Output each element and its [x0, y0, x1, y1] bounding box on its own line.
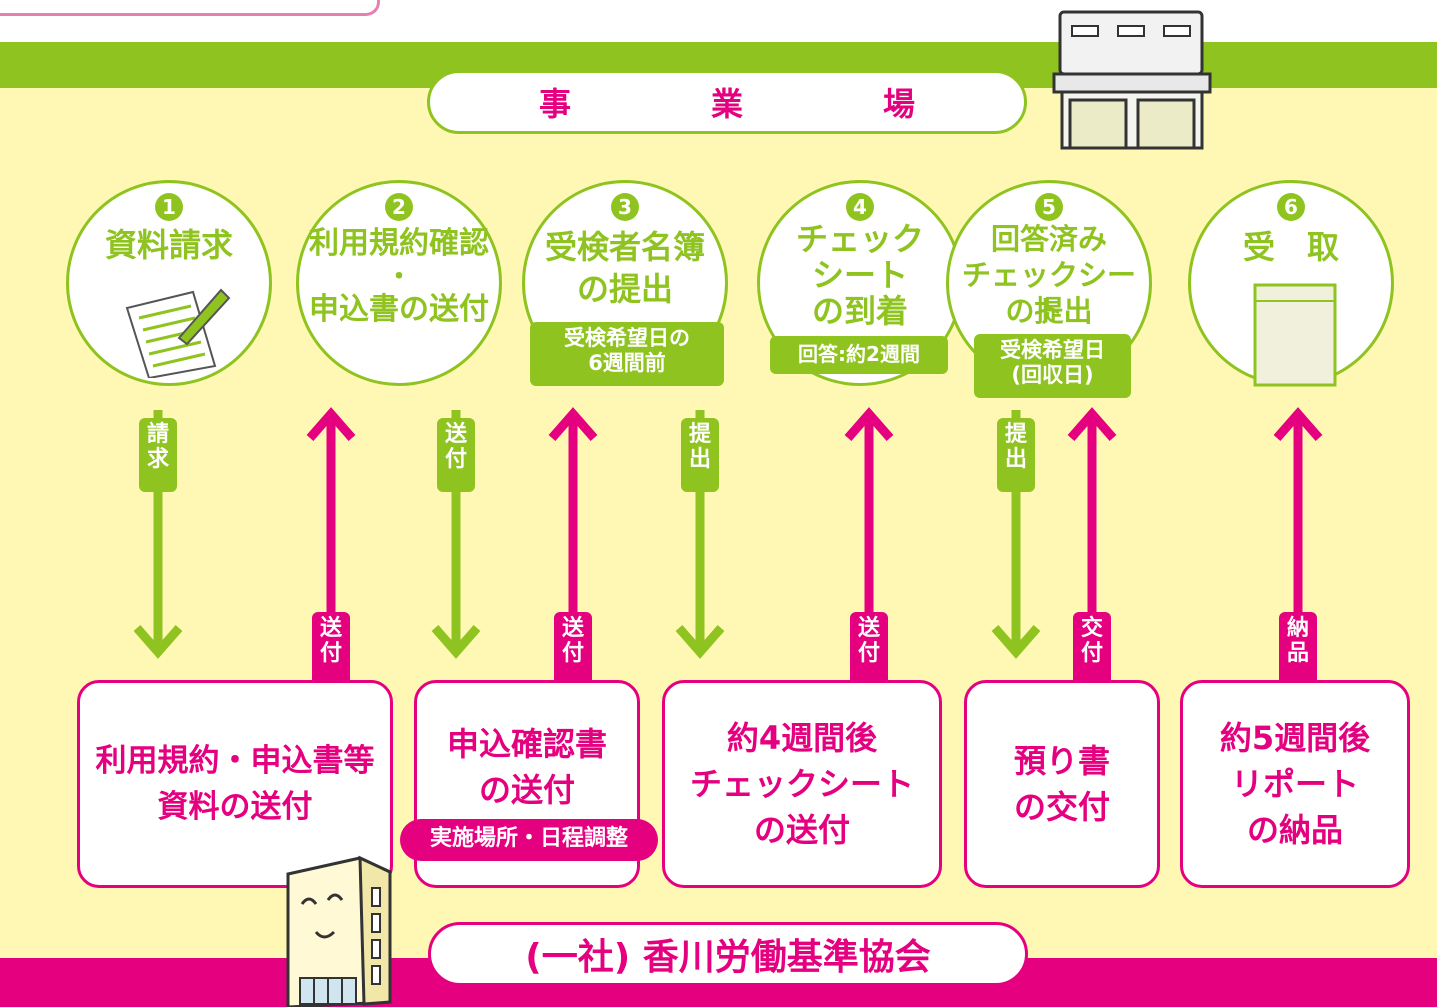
box-line: 資料の送付 — [157, 789, 313, 825]
label-char: 付 — [444, 447, 467, 472]
association-name: (一社) 香川労働基準協会 — [525, 937, 931, 978]
delivery-label: 納 品 — [1279, 612, 1317, 686]
box-line: の送付 — [478, 771, 575, 809]
step-number: 1 — [155, 193, 183, 221]
label-char: 送 — [319, 616, 342, 641]
step-label: シート — [811, 256, 908, 294]
step-label: チェックシート — [961, 258, 1136, 328]
step-6-circle: 6 受 取 — [1188, 180, 1394, 387]
label-char: 送 — [857, 616, 880, 641]
step-label: 資料請求 — [104, 226, 233, 264]
step-number: 6 — [1277, 193, 1305, 221]
label-char: 送 — [561, 616, 584, 641]
label-char: 出 — [688, 447, 711, 472]
box-line: の交付 — [1013, 788, 1110, 826]
label-char: 求 — [146, 447, 169, 472]
step-4-timing-tag: 回答:約2週間 — [770, 336, 948, 374]
step-label: の到着 — [811, 292, 908, 330]
header-char: 事 — [538, 85, 571, 123]
workplace-header: 事 業 場 — [427, 70, 1027, 134]
box-terms-documents: 利用規約・申込書等 資料の送付 — [77, 680, 393, 888]
step-label: 申込書の送付 — [309, 292, 489, 327]
header-char: 業 — [710, 85, 743, 123]
label-char: 品 — [1286, 641, 1309, 666]
step-3-timing-tag: 受検希望日の 6週間前 — [530, 322, 724, 386]
box-line: 約5週間後 — [1219, 719, 1371, 757]
box-line: チェックシート — [689, 765, 914, 803]
box-line: リポート — [1230, 765, 1359, 803]
label-char: 納 — [1286, 616, 1309, 641]
top-tab-edge — [0, 0, 380, 16]
box-line: 約4週間後 — [726, 719, 878, 757]
step-label: 利用規約確認 — [309, 226, 489, 261]
step-label: の提出 — [576, 270, 673, 308]
tag-line: 受検希望日 — [1000, 338, 1105, 362]
step-number: 3 — [611, 193, 639, 221]
header-char: 場 — [883, 85, 916, 123]
step-label: の提出 — [1005, 294, 1093, 328]
document-pen-icon — [125, 288, 231, 378]
label-char: 請 — [146, 422, 169, 447]
step-label: ・ — [385, 262, 412, 292]
label-char: 付 — [561, 641, 584, 666]
tag-line: 回答:約2週間 — [798, 342, 920, 366]
association-footer: (一社) 香川労働基準協会 — [428, 922, 1028, 986]
box-line: の納品 — [1246, 811, 1343, 849]
envelope-icon — [1253, 283, 1337, 387]
deliver-label: 交 付 — [1073, 612, 1111, 686]
step-5-timing-tag: 受検希望日 (回収日) — [974, 334, 1131, 398]
box-line: 利用規約・申込書等 — [95, 743, 375, 779]
schedule-note: 実施場所・日程調整 — [400, 819, 658, 861]
step-label: チェック — [795, 220, 924, 258]
step-label: 回答済み — [990, 222, 1107, 256]
send-label: 送 付 — [312, 612, 350, 686]
box-line: の送付 — [753, 811, 850, 849]
step-number: 4 — [846, 193, 874, 221]
label-char: 付 — [319, 641, 342, 666]
box-checksheet-send: 約4週間後 チェックシート の送付 — [662, 680, 942, 888]
label-char: 送 — [444, 422, 467, 447]
label-char: 出 — [1004, 447, 1027, 472]
factory-building-icon — [1052, 10, 1212, 150]
step-label: 受検者名簿 — [544, 228, 705, 266]
submit-label: 提 出 — [997, 418, 1035, 492]
request-label: 請 求 — [139, 418, 177, 492]
step-2-circle: 2 利用規約確認 ・ 申込書の送付 — [296, 180, 502, 386]
send-label: 送 付 — [850, 612, 888, 686]
label-char: 交 — [1080, 616, 1103, 641]
tag-line: 6週間前 — [588, 351, 666, 375]
label-char: 提 — [1004, 422, 1027, 447]
send-label: 送 付 — [437, 418, 475, 492]
tag-line: (回収日) — [1011, 363, 1094, 387]
box-receipt: 預り書 の交付 — [964, 680, 1160, 888]
step-label: 受 取 — [1242, 228, 1339, 266]
box-line: 預り書 — [1013, 742, 1110, 780]
box-line: 申込確認書 — [446, 725, 607, 763]
step-1-circle: 1 資料請求 — [66, 180, 272, 386]
office-building-mascot-icon — [286, 855, 392, 1007]
label-char: 付 — [857, 641, 880, 666]
label-char: 提 — [688, 422, 711, 447]
send-label: 送 付 — [554, 612, 592, 686]
label-char: 付 — [1080, 641, 1103, 666]
box-report: 約5週間後 リポート の納品 — [1180, 680, 1410, 888]
submit-label: 提 出 — [681, 418, 719, 492]
step-number: 5 — [1035, 193, 1063, 221]
tag-line: 受検希望日の — [564, 326, 690, 350]
step-number: 2 — [385, 193, 413, 221]
